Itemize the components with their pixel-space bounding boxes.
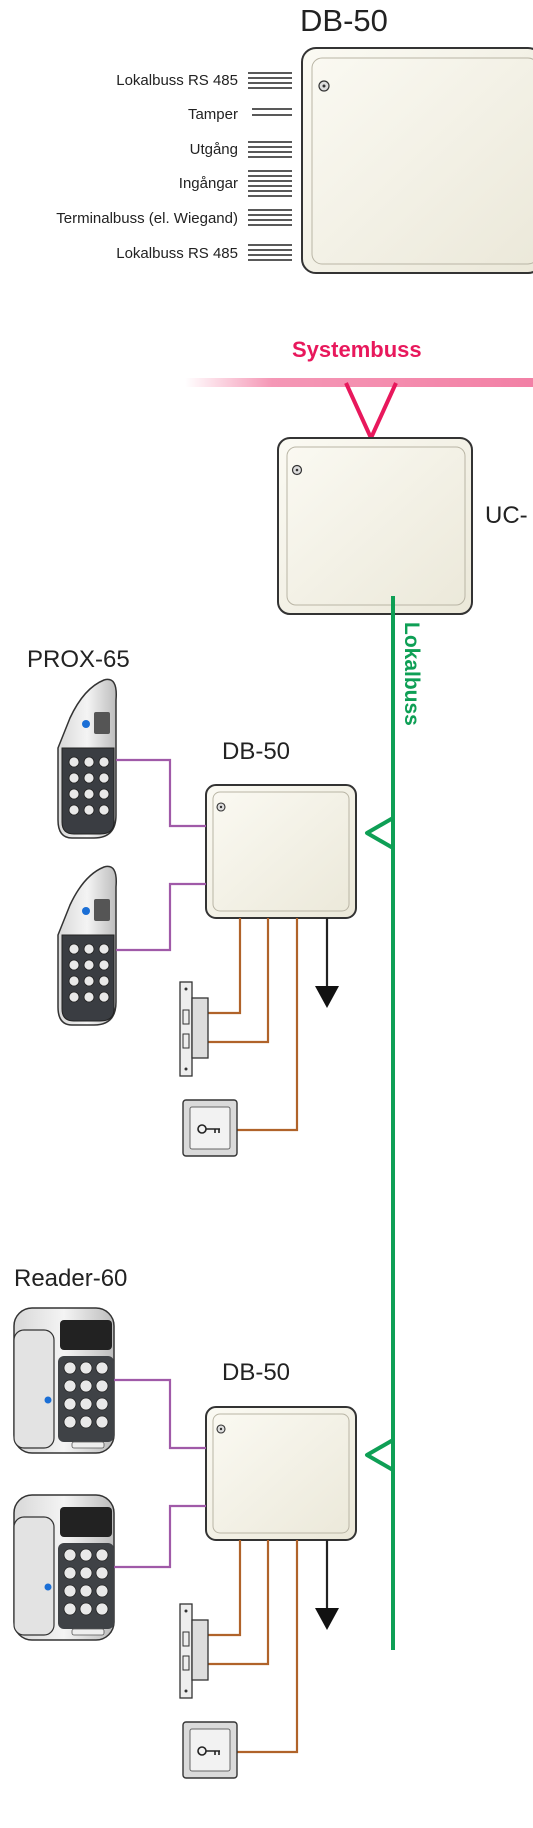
reader-label: PROX-65 xyxy=(27,646,130,673)
db50-label: DB-50 xyxy=(222,738,290,765)
reader-wire xyxy=(114,1378,206,1450)
lokalbuss-tap-1 xyxy=(365,816,394,850)
terminal-label: Utgång xyxy=(190,141,238,158)
lock-icon xyxy=(179,981,209,1077)
lock-icon xyxy=(179,1603,209,1699)
lokalbuss-tap-2 xyxy=(365,1438,394,1472)
terminal-label: Lokalbuss RS 485 xyxy=(116,72,238,89)
reader-label: Reader-60 xyxy=(14,1265,127,1292)
terminal-label: Terminalbuss (el. Wiegand) xyxy=(56,210,238,227)
controller-group: UC- xyxy=(277,437,528,615)
controller-label: UC- xyxy=(485,502,528,529)
section-prox65: PROX-65 DB-50 xyxy=(27,646,357,1157)
db50-label: DB-50 xyxy=(222,1359,290,1386)
reader-wire xyxy=(116,882,206,952)
lokalbuss-label: Lokalbuss xyxy=(400,622,423,726)
screw-icon xyxy=(216,1424,226,1434)
top-db50-title: DB-50 xyxy=(300,3,388,38)
lokalbuss-group: Lokalbuss xyxy=(365,596,423,1760)
reader60-2 xyxy=(13,1494,115,1641)
lock-wires xyxy=(207,918,299,1132)
output-arrow-icon xyxy=(315,1608,339,1630)
db50-box xyxy=(205,1406,357,1541)
section-reader60: Reader-60 DB-50 xyxy=(13,1265,357,1779)
output-arrow-icon xyxy=(315,986,339,1008)
reader60-1 xyxy=(13,1307,115,1454)
prox65-reader-2 xyxy=(57,865,117,1026)
controller-box xyxy=(277,437,473,615)
systembuss-line xyxy=(185,378,533,387)
top-db50-box xyxy=(301,47,533,274)
terminal-label: Tamper xyxy=(188,106,238,123)
reader-wire xyxy=(116,758,206,828)
screw-icon xyxy=(318,80,330,92)
systembuss-group: Systembuss xyxy=(185,337,533,440)
key-switch-icon xyxy=(182,1099,238,1157)
terminal-lines xyxy=(248,72,292,261)
screw-icon xyxy=(216,802,226,812)
reader-wire xyxy=(114,1504,206,1569)
top-db50-group: DB-50 Lokalbuss RS 485 Tamper Utgång Ing… xyxy=(56,3,533,274)
terminal-label: Lokalbuss RS 485 xyxy=(116,245,238,262)
systembuss-label: Systembuss xyxy=(292,337,422,362)
lock-wires xyxy=(207,1540,299,1754)
db50-box xyxy=(205,784,357,919)
key-switch-icon xyxy=(182,1721,238,1779)
prox65-reader-1 xyxy=(57,678,117,839)
systembuss-drop xyxy=(344,382,398,440)
screw-icon xyxy=(291,464,303,476)
terminal-label: Ingångar xyxy=(179,175,238,192)
